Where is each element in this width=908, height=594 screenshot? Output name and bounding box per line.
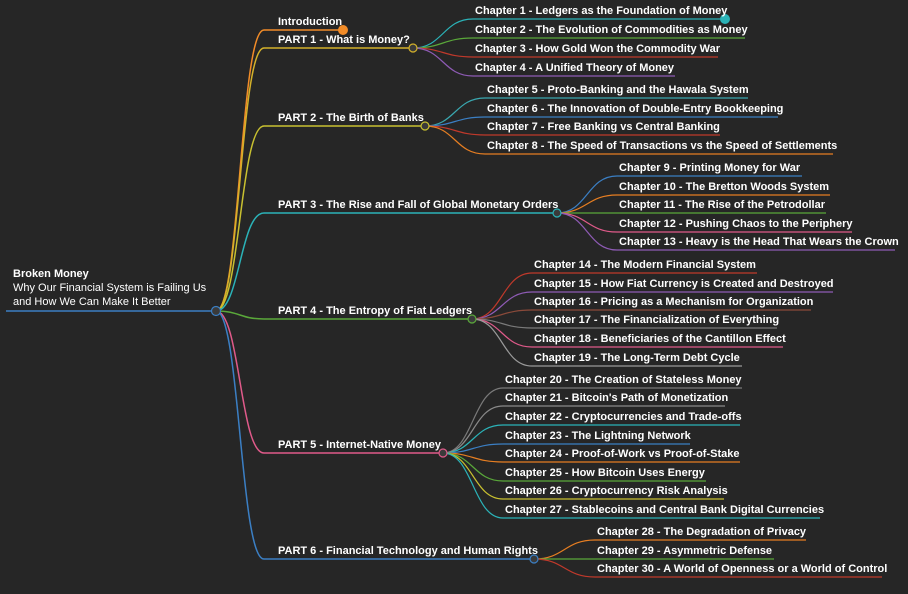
part-3-connector [215,212,557,312]
chapter-label[interactable]: Chapter 24 - Proof-of-Work vs Proof-of-S… [505,448,740,460]
chapter-4-4-connector [471,318,777,329]
chapter-5-5-connector [442,452,740,463]
chapter-label[interactable]: Chapter 12 - Pushing Chaos to the Periph… [619,218,853,230]
chapter-2-1-connector [424,97,748,127]
chapter-label[interactable]: Chapter 11 - The Rise of the Petrodollar [619,199,825,211]
chapter-label[interactable]: Chapter 7 - Free Banking vs Central Bank… [487,121,720,133]
root-subtitle-line1: Why Our Financial System is Failing Us [13,282,207,294]
root-title[interactable]: Broken Money [13,268,89,280]
chapter-1-1-connector [412,18,725,49]
chapter-label[interactable]: Chapter 21 - Bitcoin's Path of Monetizat… [505,392,729,404]
chapter-label[interactable]: Chapter 19 - The Long-Term Debt Cycle [534,352,740,364]
chapter-label[interactable]: Chapter 29 - Asymmetric Defense [597,545,773,557]
part-2-label[interactable]: PART 2 - The Birth of Banks [278,112,424,124]
chapter-6-3-connector [533,558,882,578]
chapter-4-3-connector [471,309,811,320]
chapter-label[interactable]: Chapter 25 - How Bitcoin Uses Energy [505,467,705,479]
chapter-3-5-connector [556,212,895,251]
part-5-label[interactable]: PART 5 - Internet-Native Money [278,439,441,451]
chapter-label[interactable]: Chapter 22 - Cryptocurrencies and Trade-… [505,411,742,423]
chapter-label[interactable]: Chapter 20 - The Creation of Stateless M… [505,374,742,386]
chapter-5-8-connector [442,452,820,519]
chapter-1-2-connector [412,37,745,49]
chapter-label[interactable]: Chapter 14 - The Modern Financial System [534,259,756,271]
chapter-label[interactable]: Chapter 1 - Ledgers as the Foundation of… [475,5,728,17]
chapter-1-4-connector [412,47,675,77]
part-5-node[interactable] [438,448,448,458]
part-2-node[interactable] [420,121,430,131]
part-6-label[interactable]: PART 6 - Financial Technology and Human … [278,545,538,557]
chapter-label[interactable]: Chapter 18 - Beneficiaries of the Cantil… [534,333,786,345]
chapter-5-3-connector [442,424,740,454]
chapter-label[interactable]: Chapter 17 - The Financialization of Eve… [534,314,780,326]
chapter-label[interactable]: Chapter 15 - How Fiat Currency is Create… [534,278,834,290]
part-5-connector [215,310,443,454]
chapter-label[interactable]: Chapter 26 - Cryptocurrency Risk Analysi… [505,485,728,497]
chapter-label[interactable]: Chapter 10 - The Bretton Woods System [619,181,830,193]
part-6-connector [215,310,534,560]
chapter-label[interactable]: Chapter 2 - The Evolution of Commodities… [475,24,748,36]
chapter-6-1-connector [533,539,806,560]
chapter-label[interactable]: Chapter 27 - Stablecoins and Central Ban… [505,504,825,516]
intro-connector [215,29,343,312]
chapter-label[interactable]: Chapter 30 - A World of Openness or a Wo… [597,563,888,575]
intro-dot[interactable] [338,25,348,35]
root-subtitle-line2: and How We Can Make It Better [13,296,171,308]
part-6-node[interactable] [529,554,539,564]
part-4-label[interactable]: PART 4 - The Entropy of Fiat Ledgers [278,305,473,317]
chapter-label[interactable]: Chapter 8 - The Speed of Transactions vs… [487,140,838,152]
chapter-2-4-connector [424,125,833,155]
chapter-4-6-connector [471,318,742,367]
part-1-connector [215,47,413,312]
chapter-2-3-connector [424,125,720,136]
chapter-3-1-connector [556,175,802,214]
chapter-label[interactable]: Chapter 5 - Proto-Banking and the Hawala… [487,84,749,96]
chapter-label[interactable]: Chapter 23 - The Lightning Network [505,430,691,442]
chapter-label[interactable]: Chapter 3 - How Gold Won the Commodity W… [475,43,721,55]
chapter-5-4-connector [442,443,690,454]
part-2-connector [215,125,425,312]
root-node[interactable] [210,305,222,317]
chapter-label[interactable]: Chapter 6 - The Innovation of Double-Ent… [487,103,784,115]
part-4-connector [215,310,472,320]
part-1-label[interactable]: PART 1 - What is Money? [278,34,410,46]
chapter-label[interactable]: Chapter 28 - The Degradation of Privacy [597,526,807,538]
chapter-5-1-connector [442,387,742,454]
chapter-label[interactable]: Chapter 16 - Pricing as a Mechanism for … [534,296,814,308]
chapter-3-4-connector [556,212,852,233]
chapter-4-2-connector [471,291,833,320]
intro-label[interactable]: Introduction [278,16,343,28]
chapter-2-2-connector [424,116,778,127]
part-3-node[interactable] [552,208,562,218]
chapter-3-2-connector [556,194,830,214]
part-3-label[interactable]: PART 3 - The Rise and Fall of Global Mon… [278,199,559,211]
chapter-1-end-dot[interactable] [720,14,730,24]
part-1-node[interactable] [408,43,418,53]
chapter-label[interactable]: Chapter 4 - A Unified Theory of Money [475,62,675,74]
chapter-label[interactable]: Chapter 13 - Heavy is the Head That Wear… [619,236,899,248]
part-4-node[interactable] [467,314,477,324]
chapter-1-3-connector [412,47,718,58]
chapter-label[interactable]: Chapter 9 - Printing Money for War [619,162,801,174]
chapter-5-2-connector [442,405,725,454]
chapter-4-1-connector [471,272,757,320]
